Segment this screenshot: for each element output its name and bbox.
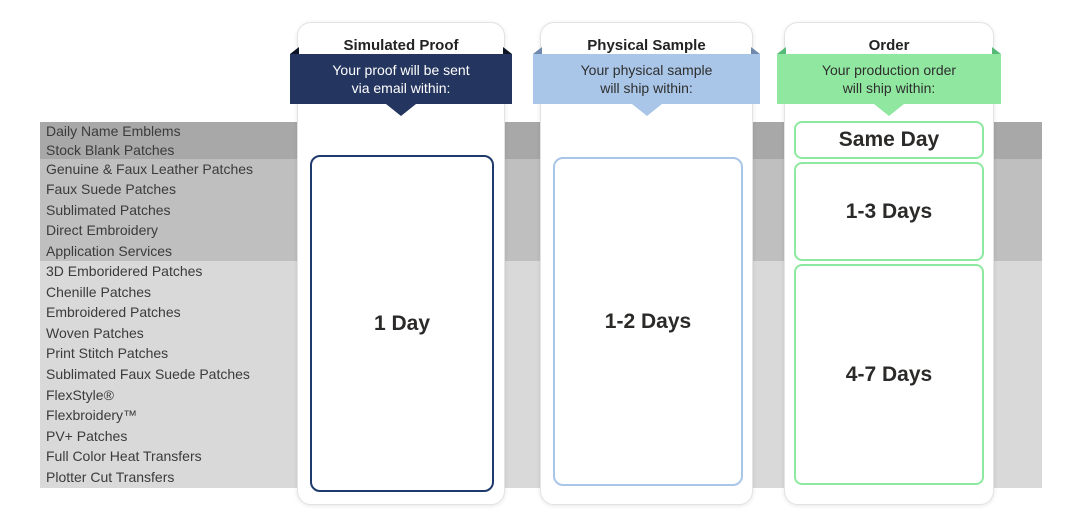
product-list-group-3: 3D Emboridered Patches Chenille Patches … bbox=[46, 261, 250, 488]
turnaround-value: Same Day bbox=[838, 128, 940, 151]
turnaround-value: 4-7 Days bbox=[845, 362, 933, 386]
list-item: Sublimated Patches bbox=[46, 201, 171, 218]
list-item: Stock Blank Patches bbox=[46, 141, 175, 158]
list-item: Embroidered Patches bbox=[46, 304, 181, 321]
down-arrow-icon bbox=[874, 104, 904, 116]
value-box-order-1-3-days: 1-3 Days bbox=[794, 162, 984, 261]
column-banner: Your proof will be sent via email within… bbox=[290, 47, 512, 116]
ribbon-fold-left bbox=[533, 47, 542, 54]
down-arrow-icon bbox=[386, 104, 416, 116]
ribbon-fold-right bbox=[751, 47, 760, 54]
product-list-group-2: Genuine & Faux Leather Patches Faux Sued… bbox=[46, 159, 253, 261]
list-item: 3D Emboridered Patches bbox=[46, 263, 203, 279]
list-item: FlexStyle® bbox=[46, 386, 114, 403]
column-title: Simulated Proof bbox=[343, 37, 459, 54]
list-item: Full Color Heat Transfers bbox=[46, 448, 202, 465]
down-arrow-icon bbox=[631, 104, 662, 116]
banner-text: Your proof will be sent via email within… bbox=[332, 61, 470, 96]
column-banner: Your physical sample will ship within: bbox=[533, 47, 760, 116]
list-item: Direct Embroidery bbox=[46, 222, 159, 239]
value-box-order-4-7-days: 4-7 Days bbox=[794, 264, 984, 485]
list-item: Print Stitch Patches bbox=[46, 345, 169, 362]
banner-text: Your production order will ship within: bbox=[821, 61, 957, 96]
turnaround-value: 1-2 Days bbox=[604, 309, 692, 333]
turnaround-value: 1-3 Days bbox=[845, 199, 933, 223]
list-item: PV+ Patches bbox=[46, 427, 128, 444]
value-box-simulated-proof: 1 Day bbox=[310, 155, 494, 492]
column-banner: Your production order will ship within: bbox=[777, 47, 1001, 116]
banner-text: Your physical sample will ship within: bbox=[580, 61, 713, 96]
ribbon-fold-left bbox=[290, 47, 299, 54]
list-item: Daily Name Emblems bbox=[46, 123, 181, 139]
list-item: Genuine & Faux Leather Patches bbox=[46, 161, 254, 177]
turnaround-value: 1 Day bbox=[373, 311, 431, 335]
list-item: Chenille Patches bbox=[46, 283, 152, 300]
value-box-order-same-day: Same Day bbox=[794, 121, 984, 159]
list-item: Sublimated Faux Suede Patches bbox=[46, 365, 250, 382]
column-title: Physical Sample bbox=[587, 37, 706, 54]
value-box-physical-sample: 1-2 Days bbox=[553, 157, 743, 486]
list-item: Application Services bbox=[46, 242, 173, 259]
product-list-group-1: Daily Name Emblems Stock Blank Patches bbox=[46, 122, 181, 159]
list-item: Plotter Cut Transfers bbox=[46, 468, 175, 485]
column-title: Order bbox=[868, 37, 910, 54]
ribbon-fold-left bbox=[777, 47, 786, 54]
list-item: Faux Suede Patches bbox=[46, 181, 176, 198]
list-item: Woven Patches bbox=[46, 324, 144, 341]
list-item: Flexbroidery™ bbox=[46, 407, 138, 424]
ribbon-fold-right bbox=[503, 47, 512, 54]
ribbon-fold-right bbox=[992, 47, 1001, 54]
